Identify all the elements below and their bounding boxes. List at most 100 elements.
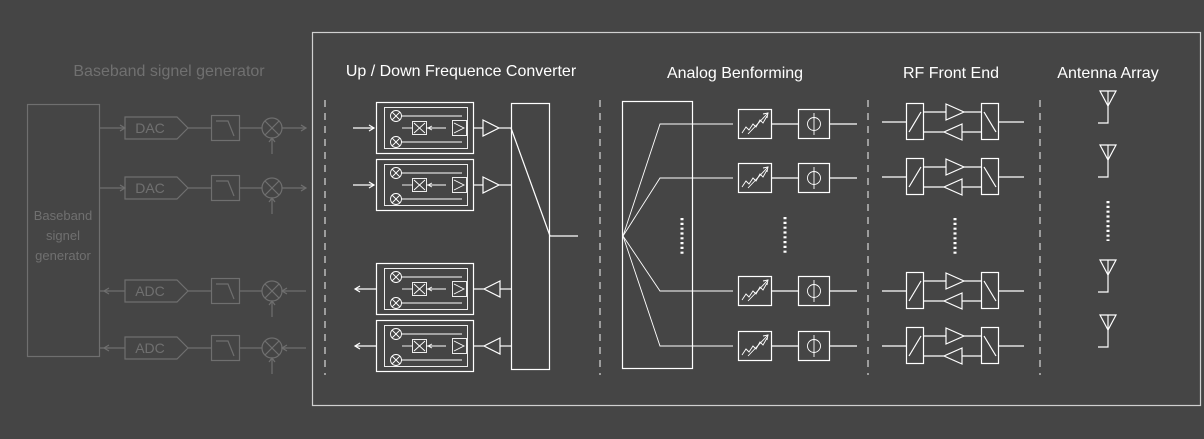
converter-label: DAC: [135, 180, 165, 196]
pa-triangle: [945, 272, 966, 290]
module-inner: [384, 164, 468, 206]
module-inner: [384, 107, 468, 149]
lna-triangle: [942, 178, 963, 196]
converter-block: [124, 176, 189, 200]
attenuator-zigzag: [741, 337, 768, 356]
sum-tri: [453, 283, 466, 295]
arrow-head: [353, 342, 361, 350]
pa-triangle: [945, 103, 966, 121]
beamforming-rows: [737, 108, 857, 362]
converter-block: [124, 279, 189, 303]
arrow-head: [300, 124, 308, 132]
baseband-block-line-1: Baseband: [34, 208, 93, 223]
antenna-feed: [1098, 315, 1109, 348]
arrow-head: [426, 343, 433, 349]
converter-module: [375, 319, 475, 373]
phase-box: [412, 178, 427, 192]
switch-blade: [908, 166, 922, 188]
phase-shifter-box: [797, 108, 831, 140]
module-inner: [384, 325, 468, 367]
antenna-feed: [1098, 91, 1109, 124]
arrow-head: [268, 137, 276, 143]
attenuator-box: [737, 162, 773, 194]
splitter-branch: [622, 123, 733, 237]
highlight-panel: [311, 31, 1202, 407]
filter-block: [210, 334, 241, 362]
arrow-head: [368, 181, 376, 189]
rffe-title: RF Front End: [903, 65, 999, 82]
phase-box: [412, 282, 427, 296]
arrow-head: [280, 344, 288, 352]
phase-cross: [413, 122, 426, 134]
mixer-cross: [391, 168, 401, 178]
arrow-head: [353, 285, 361, 293]
attenuator-box: [737, 275, 773, 307]
mixer-cross: [391, 111, 401, 121]
mixer-cross: [391, 272, 401, 282]
attenuator-arrow: [747, 279, 769, 302]
arrow-head: [426, 182, 433, 188]
phase-shifter-box: [797, 330, 831, 362]
phase-box: [412, 121, 427, 135]
lna-triangle: [482, 280, 501, 298]
sum-box: [452, 177, 467, 193]
arrow-head: [268, 197, 276, 203]
filter-block: [210, 277, 241, 305]
arrow-head: [102, 344, 110, 352]
baseband-block-line-2: signel: [46, 228, 80, 243]
splitter-branch: [622, 177, 733, 237]
antenna-rows: [1098, 90, 1117, 348]
sum-tri: [453, 179, 466, 191]
module-inner: [384, 268, 468, 310]
splitter-lines: [622, 123, 733, 347]
filter-curve: [216, 340, 235, 357]
arrow-head: [426, 286, 433, 292]
attenuator-arrow: [747, 166, 769, 189]
beamforming-title: Analog Benforming: [667, 65, 803, 82]
mixer-cross: [264, 120, 280, 136]
converter-module: [375, 101, 475, 155]
arrow-head: [102, 287, 110, 295]
switch-blade: [908, 111, 922, 133]
antenna-title: Antenna Array: [1057, 65, 1158, 82]
attenuator-zigzag: [741, 169, 768, 188]
filter-curve: [216, 283, 235, 300]
lna-triangle: [482, 337, 501, 355]
mixer-cross: [391, 329, 401, 339]
switch-blade: [983, 280, 997, 302]
attenuator-arrow: [747, 334, 769, 357]
phase-box: [412, 339, 427, 353]
sum-box: [452, 281, 467, 297]
lna-triangle: [942, 347, 963, 365]
converter-label: DAC: [135, 120, 165, 136]
updown-title: Up / Down Frequence Converter: [346, 63, 577, 80]
switch-blade: [983, 111, 997, 133]
lna-triangle: [942, 292, 963, 310]
arrow-head: [300, 184, 308, 192]
mixer-cross: [391, 298, 401, 308]
sum-tri: [453, 340, 466, 352]
switch-right: [980, 271, 1000, 310]
switch-blade: [983, 166, 997, 188]
arrow-head: [368, 124, 376, 132]
phase-shifter-box: [797, 162, 831, 194]
lna-triangle: [942, 123, 963, 141]
splitter-block: [621, 100, 694, 370]
converter-block: [124, 336, 189, 360]
converter-label: ADC: [135, 283, 165, 299]
mixer-cross: [391, 137, 401, 147]
arrow-head: [762, 112, 769, 119]
converter-module: [375, 262, 475, 316]
mixer-cross: [264, 180, 280, 196]
arrow-head: [268, 300, 276, 306]
sum-tri: [453, 122, 466, 134]
combiner-diagonal: [510, 127, 551, 237]
mixer-cross: [391, 355, 401, 365]
switch-left: [905, 102, 925, 141]
attenuator-zigzag: [741, 282, 768, 301]
attenuator-box: [737, 108, 773, 140]
sum-box: [452, 338, 467, 354]
